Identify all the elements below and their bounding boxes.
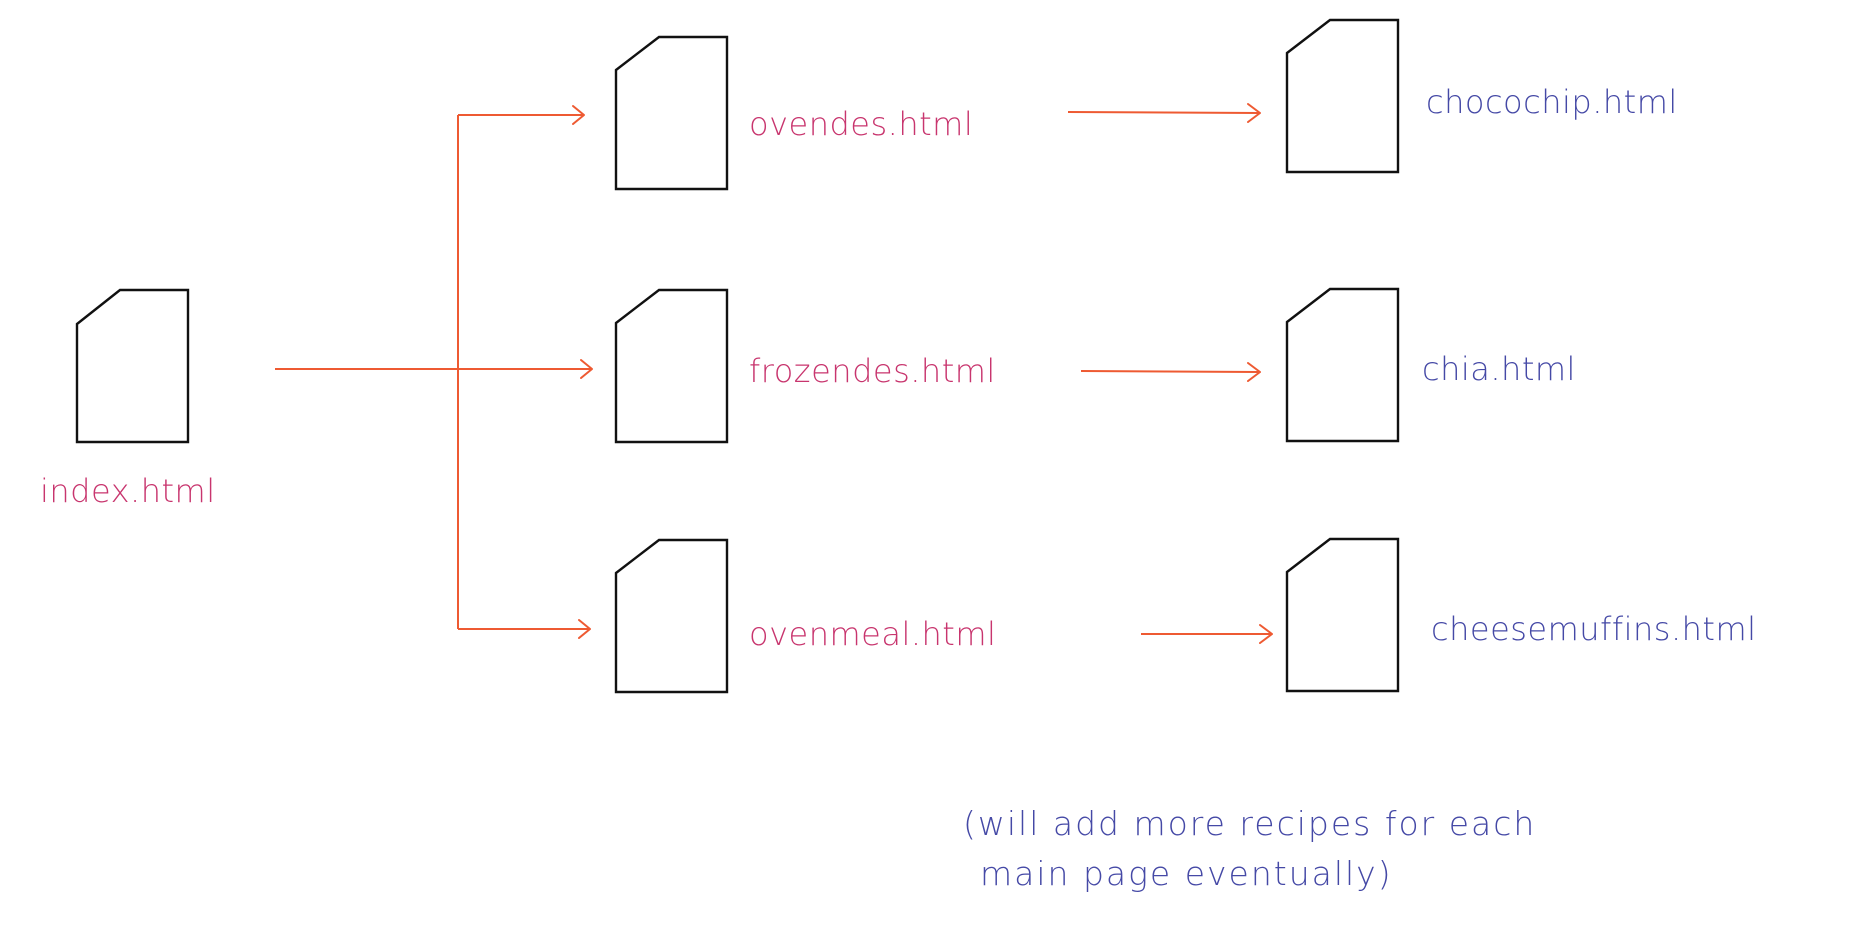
node-label-chocochip: chocochip.html xyxy=(1426,83,1678,121)
footnote-line-2: main page eventually) xyxy=(980,854,1393,893)
footnote: (will add more recipes for each main pag… xyxy=(963,804,1536,893)
arrowhead-ovendes xyxy=(572,105,585,125)
node-chocochip[interactable]: chocochip.html xyxy=(1285,18,1678,174)
arrowhead-cheesemuffins xyxy=(1259,624,1273,644)
connector-index-branch xyxy=(275,105,593,639)
document-icon xyxy=(1285,537,1400,693)
node-label-chia: chia.html xyxy=(1422,350,1576,388)
node-ovenmeal[interactable]: ovenmeal.html xyxy=(614,538,996,694)
node-cheesemuffins[interactable]: cheesemuffins.html xyxy=(1285,537,1757,693)
edge-frozendes-to-chia xyxy=(1080,370,1260,373)
document-icon xyxy=(1285,18,1400,174)
edge-ovendes-to-chocochip xyxy=(1067,111,1260,114)
node-ovendes[interactable]: ovendes.html xyxy=(614,35,973,191)
node-chia[interactable]: chia.html xyxy=(1285,287,1576,443)
node-label-ovendes: ovendes.html xyxy=(749,105,973,143)
document-icon xyxy=(614,538,729,694)
node-label-frozendes: frozendes.html xyxy=(749,352,996,390)
document-icon xyxy=(614,35,729,191)
arrowhead-chia xyxy=(1247,362,1261,382)
node-label-ovenmeal: ovenmeal.html xyxy=(749,615,996,653)
connector-second-level xyxy=(1067,103,1273,644)
node-label-index: index.html xyxy=(40,472,216,510)
node-frozendes[interactable]: frozendes.html xyxy=(614,288,996,444)
arrowhead-ovenmeal xyxy=(578,619,591,639)
arrowhead-chocochip xyxy=(1247,103,1261,123)
document-icon xyxy=(75,288,190,444)
document-icon xyxy=(614,288,729,444)
node-label-cheesemuffins: cheesemuffins.html xyxy=(1431,610,1757,648)
node-index[interactable]: index.html xyxy=(40,288,216,510)
arrowhead-frozendes xyxy=(580,359,593,379)
document-icon xyxy=(1285,287,1400,443)
footnote-line-1: (will add more recipes for each xyxy=(963,804,1536,843)
